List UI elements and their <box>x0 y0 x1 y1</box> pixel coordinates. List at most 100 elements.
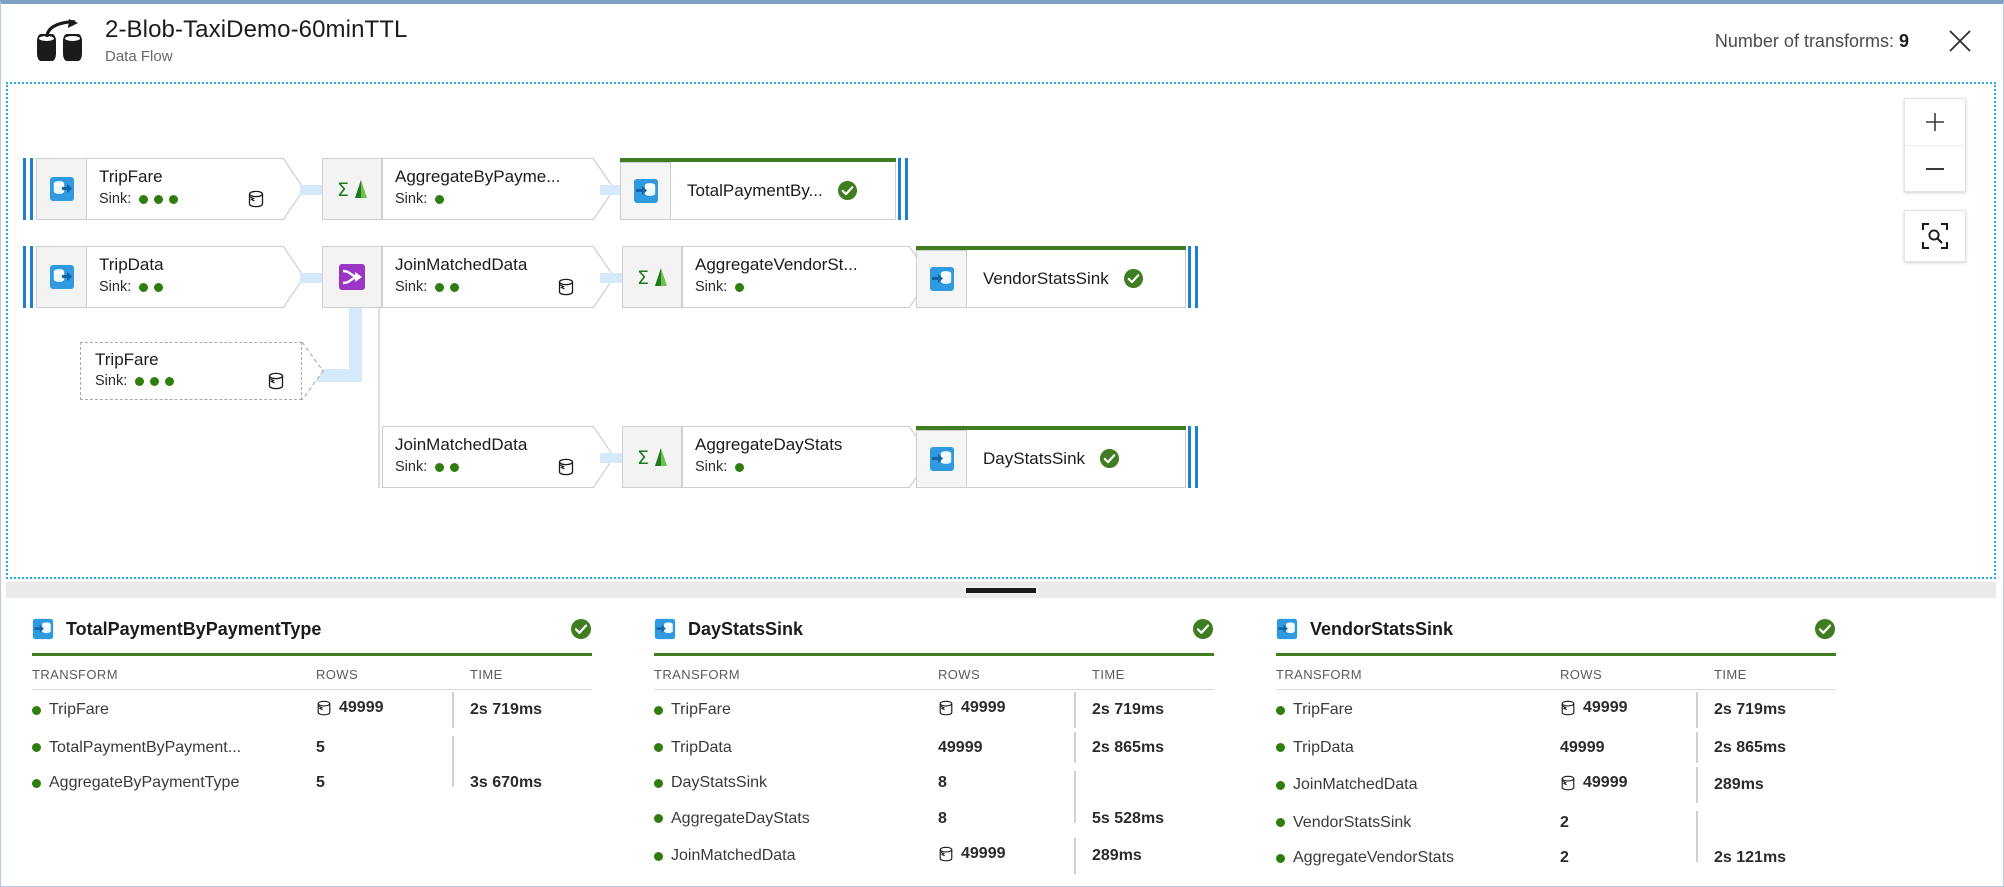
cell-transform: AggregateVendorStats <box>1276 840 1546 876</box>
table-header-row: TRANSFORM ROWS TIME <box>654 656 1214 690</box>
node-body: AggregateVendorSt... Sink: <box>682 246 931 308</box>
cell-transform: DayStatsSink <box>654 765 924 801</box>
sink-label: TotalPaymentBy... <box>687 180 823 200</box>
node-ghost-tripfare[interactable]: TripFare Sink: <box>80 342 324 400</box>
cell-rows: 49999 <box>938 738 983 756</box>
table-row[interactable]: VendorStatsSink 2 <box>1276 805 1836 862</box>
sink-icon <box>32 618 54 640</box>
cell-time: 2s 719ms <box>1696 690 1836 730</box>
status-success-icon <box>837 180 857 201</box>
card-header: DayStatsSink <box>654 614 1214 644</box>
node-body: AggregateDayStats Sink: <box>682 426 931 488</box>
sink-icon <box>654 618 676 640</box>
cell-time <box>1074 765 1214 823</box>
table-row[interactable]: DayStatsSink 8 <box>654 765 1214 823</box>
node-label: JoinMatchedData <box>395 435 528 454</box>
card-divider <box>654 653 1214 656</box>
table-row[interactable]: TripFare 49999 2s 719ms <box>1276 690 1836 730</box>
table-row[interactable]: TotalPaymentByPayment... 5 <box>32 730 592 787</box>
zoom-out-button[interactable] <box>1905 145 1965 191</box>
cell-rows: 49999 <box>924 836 1074 876</box>
table-row[interactable]: AggregateByPaymentType 5 3s 670ms <box>32 765 592 801</box>
panel-splitter[interactable] <box>6 582 1996 598</box>
stats-table: TRANSFORM ROWS TIME TripFare 49999 2s 71… <box>1276 656 1836 876</box>
node-source-tripfare[interactable]: TripFare Sink: <box>22 158 305 220</box>
node-sink-status: Sink: <box>395 190 593 209</box>
node-transform-join-icon[interactable] <box>322 246 382 308</box>
cell-rows: 49999 <box>1546 690 1696 730</box>
node-sink-status: Sink: <box>99 190 283 209</box>
table-row[interactable]: TripFare 49999 2s 719ms <box>654 690 1214 730</box>
node-transform-aggregatebypayment-icon[interactable]: Σ <box>322 158 382 220</box>
join-icon <box>339 264 365 290</box>
node-source-tripdata[interactable]: TripData Sink: <box>22 246 305 308</box>
node-sink-status: Sink: <box>99 278 283 297</box>
connector-r3-a <box>600 453 628 463</box>
node-transform-aggregatevendor-icon[interactable]: Σ <box>622 246 682 308</box>
transform-count-label: Number of transforms: <box>1714 30 1894 51</box>
sink-label: Sink: <box>95 373 128 389</box>
table-row[interactable]: TripData 49999 2s 865ms <box>654 730 1214 766</box>
sink-icon <box>620 162 670 220</box>
data-flow-icon <box>35 19 89 63</box>
flow-rail-vertical <box>378 306 380 426</box>
node-transform-aggregatebypayment[interactable]: AggregateByPayme... Sink: <box>382 158 615 220</box>
col-time: TIME <box>1696 656 1836 690</box>
table-row[interactable]: AggregateDayStats 8 5s 528ms <box>654 801 1214 837</box>
table-row[interactable]: TripFare 49999 2s 719ms <box>32 690 592 730</box>
cell-rows: 49999 <box>1560 738 1605 756</box>
node-sink-totalpayment[interactable]: TotalPaymentBy... <box>620 158 910 220</box>
card-divider <box>32 653 592 656</box>
close-icon[interactable] <box>1943 24 1977 58</box>
table-row[interactable]: JoinMatchedData 49999 289ms <box>654 836 1214 876</box>
cache-icon <box>939 846 953 861</box>
stats-table: TRANSFORM ROWS TIME TripFare 49999 2s 71… <box>654 656 1214 876</box>
cell-transform: TripFare <box>32 690 302 730</box>
node-body: JoinMatchedData Sink: <box>382 426 615 488</box>
sink-icon <box>916 430 966 488</box>
node-transform-joinmatcheddata-r2[interactable]: JoinMatchedData Sink: <box>382 246 615 308</box>
zoom-in-button[interactable] <box>1905 99 1965 145</box>
cache-icon <box>248 190 264 208</box>
table-row[interactable]: JoinMatchedData 49999 289ms <box>1276 765 1836 805</box>
node-sink-daystats[interactable]: DayStatsSink <box>916 426 1200 488</box>
cell-transform: TripFare <box>654 690 924 730</box>
table-row[interactable]: AggregateVendorStats 2 2s 121ms <box>1276 840 1836 876</box>
zoom-to-fit-button[interactable] <box>1904 210 1966 262</box>
cache-icon <box>558 458 574 476</box>
aggregate-icon: Σ <box>337 179 367 201</box>
node-sink-vendorstats[interactable]: VendorStatsSink <box>916 246 1200 308</box>
zoom-controls <box>1904 98 1966 262</box>
cache-icon <box>1561 700 1575 715</box>
cell-rows: 49999 <box>924 690 1074 730</box>
sink-icon <box>1276 618 1298 640</box>
cell-transform: JoinMatchedData <box>1276 765 1546 805</box>
status-success-icon <box>1100 448 1120 469</box>
node-transform-aggregatevendorstats[interactable]: AggregateVendorSt... Sink: <box>682 246 931 308</box>
node-transform-joinmatcheddata-r3[interactable]: JoinMatchedData Sink: <box>382 426 615 488</box>
card-header: TotalPaymentByPaymentType <box>32 614 592 644</box>
sink-success-bar <box>916 246 1200 250</box>
svg-text:Σ: Σ <box>337 179 349 201</box>
cell-time: 2s 719ms <box>452 690 592 730</box>
transform-count: Number of transforms: 9 <box>1715 31 1909 52</box>
table-body: TripFare 49999 2s 719ms TripData 49999 2… <box>654 690 1214 876</box>
node-body: AggregateByPayme... Sink: <box>382 158 615 220</box>
card-title: VendorStatsSink <box>1310 618 1454 639</box>
cell-rows: 8 <box>938 809 947 827</box>
table-row[interactable]: TripData 49999 2s 865ms <box>1276 730 1836 766</box>
zoom-to-fit-icon <box>1922 223 1948 249</box>
svg-text:Σ: Σ <box>637 447 649 469</box>
node-sink-status: Sink: <box>95 372 301 391</box>
sink-accent-bars <box>1186 426 1200 488</box>
node-body: TripData Sink: <box>86 246 305 308</box>
source-accent-bars <box>22 158 36 220</box>
data-flow-canvas[interactable]: TripFare Sink: Σ <box>6 82 1996 579</box>
node-sink-status: Sink: <box>695 278 909 297</box>
splitter-grip[interactable] <box>964 586 1038 595</box>
node-chevron <box>302 342 324 400</box>
cache-icon <box>317 700 331 715</box>
node-transform-aggregatedaystats-icon[interactable]: Σ <box>622 426 682 488</box>
cell-rows: 49999 <box>1546 765 1696 805</box>
node-transform-aggregatedaystats[interactable]: AggregateDayStats Sink: <box>682 426 931 488</box>
